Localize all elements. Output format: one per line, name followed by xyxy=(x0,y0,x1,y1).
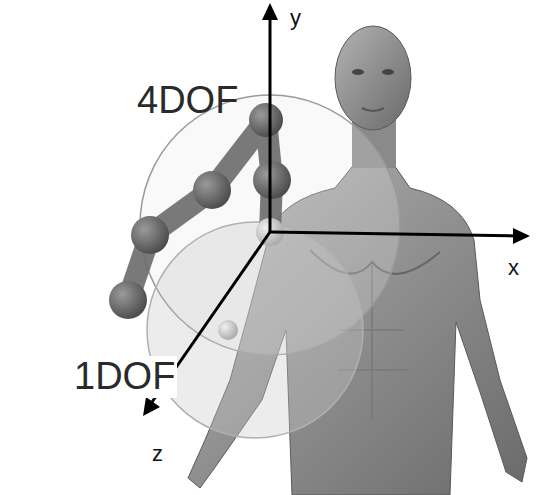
dof-label: 1DOF xyxy=(72,356,177,398)
axis-label: y xyxy=(288,6,303,30)
axis-label: z xyxy=(150,442,165,466)
axes xyxy=(143,3,530,416)
range-sphere xyxy=(147,222,363,438)
robot-arm xyxy=(109,103,291,340)
dof-label: 4DOF xyxy=(135,80,240,122)
axis-label: x xyxy=(506,256,521,280)
